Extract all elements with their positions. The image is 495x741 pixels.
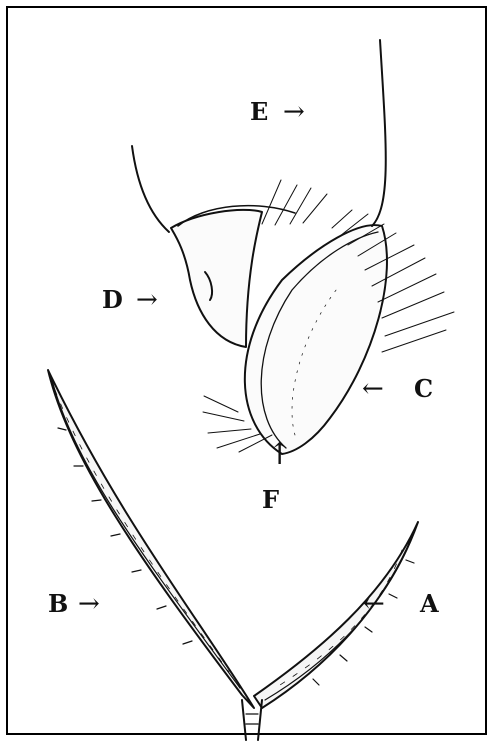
hair-tuft-top [262,180,327,225]
label-b: B [48,592,68,616]
label-d: D [102,288,123,312]
arrow-a: ← [363,591,385,617]
label-e: E [250,100,268,124]
glume-a-serrations [313,560,414,685]
palea-d-outline [171,210,262,347]
arrow-c: ← [362,376,384,402]
label-c: C [414,377,433,401]
arrow-e: → [283,99,305,125]
arrow-b: → [78,591,100,617]
label-f: F [262,488,279,512]
glume-b-outline [48,370,254,708]
glume-a-outline [254,522,418,708]
stalk-ridges [246,714,258,734]
label-a: A [420,592,439,616]
arrow-d: → [136,287,158,313]
awn-secondary [132,146,169,232]
lemma-c-outline [245,225,387,454]
awn-e-main [372,40,386,226]
arrow-f: ↑ [267,440,292,470]
